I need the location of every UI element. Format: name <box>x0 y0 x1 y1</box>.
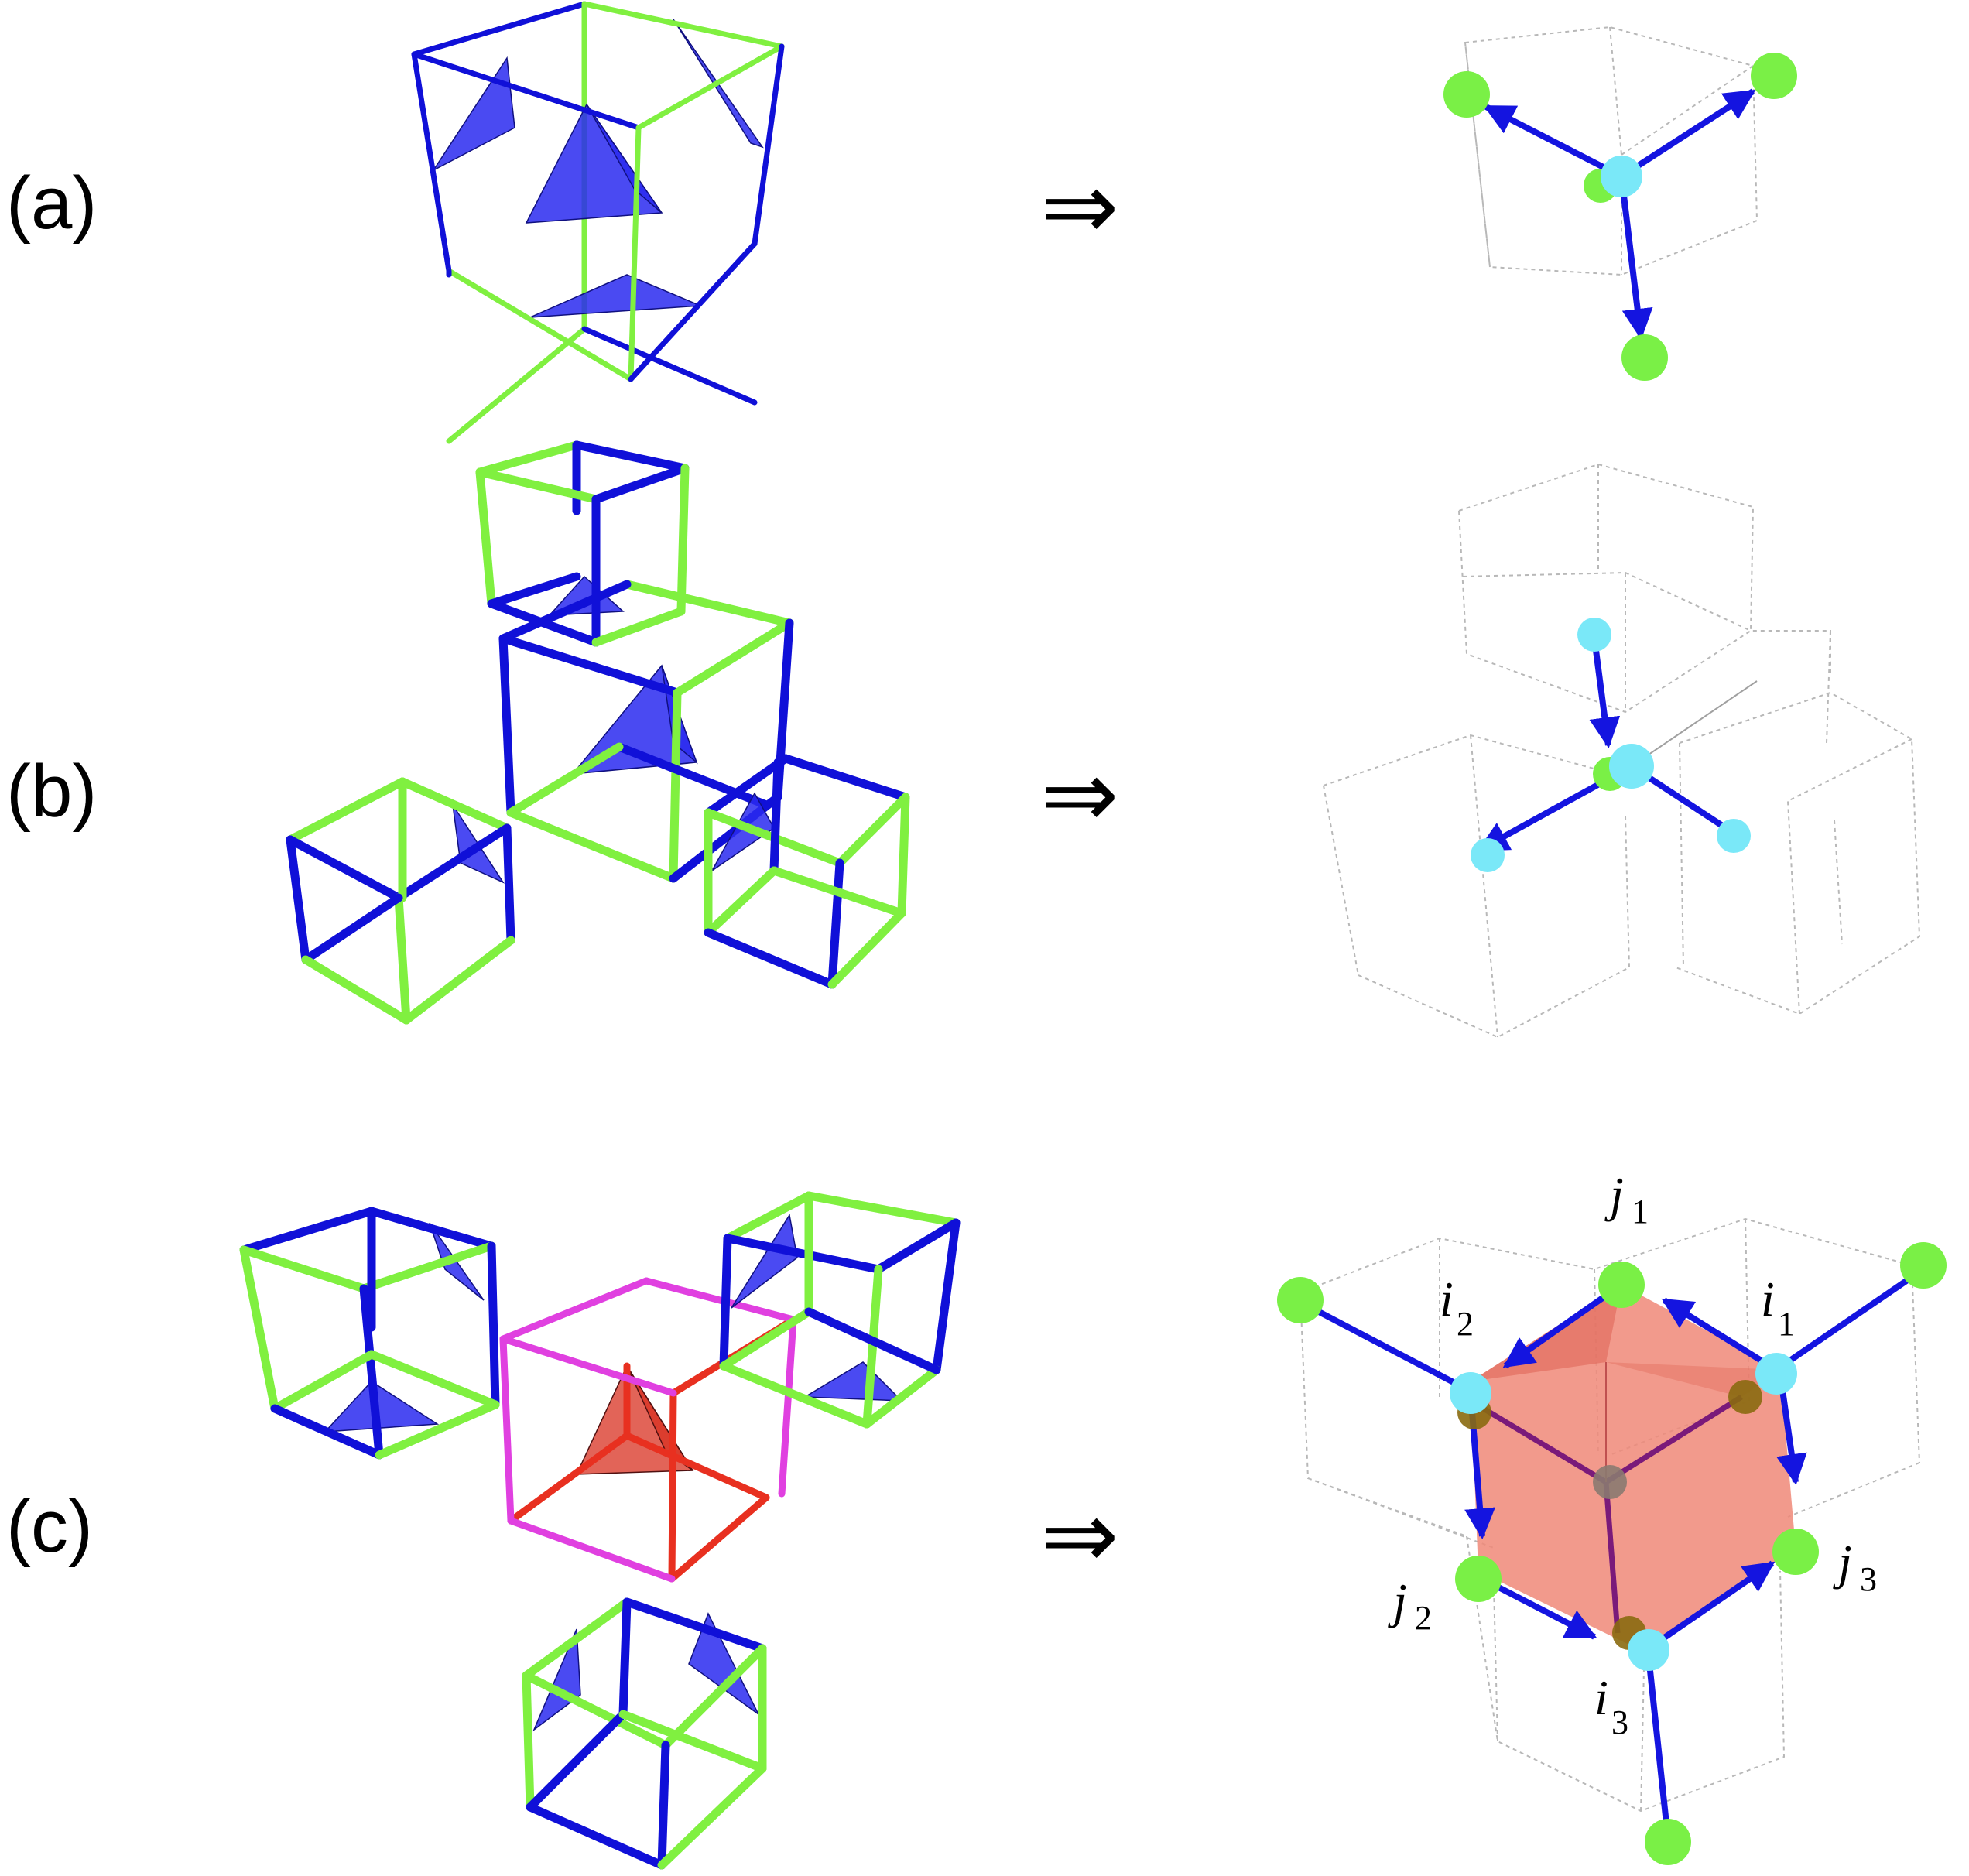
green-site <box>1645 1819 1691 1865</box>
svg-text:3: 3 <box>1611 1703 1628 1741</box>
site-label-i1: i 1 <box>1761 1272 1795 1343</box>
cube-b-top <box>475 440 690 647</box>
svg-text:i: i <box>1761 1272 1775 1327</box>
green-site <box>1900 1242 1947 1289</box>
green-site <box>1443 71 1490 118</box>
green-site <box>1455 1556 1502 1602</box>
svg-text:j: j <box>1833 1535 1852 1590</box>
arrow-a: ⇒ <box>1041 153 1119 261</box>
cube-c-center <box>499 1277 797 1583</box>
green-site <box>1772 1529 1819 1575</box>
site-label-i2: i 2 <box>1440 1272 1474 1343</box>
site-label-i3: i 3 <box>1594 1670 1628 1741</box>
cube-c-upper-left <box>239 1207 500 1460</box>
panel-a: (a) ⇒ <box>6 1 1797 444</box>
panel-label-a: (a) <box>6 162 97 245</box>
arrow-b: ⇒ <box>1041 741 1119 849</box>
cyan-site <box>1628 1629 1669 1671</box>
svg-text:3: 3 <box>1860 1560 1877 1598</box>
cyan-site <box>1577 618 1611 652</box>
svg-text:1: 1 <box>1778 1305 1795 1343</box>
arrow-c: ⇒ <box>1041 1482 1119 1590</box>
svg-text:i: i <box>1440 1272 1454 1327</box>
cube-b-left <box>286 777 515 1025</box>
svg-text:i: i <box>1594 1670 1608 1725</box>
panel-b: (b) <box>6 440 1921 1039</box>
svg-text:j: j <box>1388 1573 1407 1628</box>
panel-label-b: (b) <box>6 750 97 833</box>
site-label-j3: j 3 <box>1833 1535 1877 1598</box>
green-site <box>1751 53 1797 99</box>
cube-b-center <box>498 580 794 883</box>
cube-c-upper-right <box>719 1191 961 1429</box>
cyan-site <box>1601 156 1642 197</box>
cube-c-bottom <box>522 1597 767 1870</box>
cyan-site <box>1755 1353 1797 1395</box>
hexagon <box>1471 1285 1796 1652</box>
svg-text:j: j <box>1604 1167 1624 1222</box>
panel-c: (c) <box>6 1167 1947 1870</box>
hexagon-construction: j 1 i 2 i 1 j 3 j 2 i 3 <box>1277 1167 1947 1865</box>
vertex-star-a <box>1443 26 1797 381</box>
panel-label-c: (c) <box>6 1485 93 1568</box>
site-label-j2: j 2 <box>1388 1573 1432 1637</box>
green-site <box>1598 1262 1645 1308</box>
cube-a <box>411 1 785 444</box>
green-site <box>1277 1277 1324 1323</box>
svg-text:1: 1 <box>1632 1193 1649 1231</box>
cyan-site <box>1609 744 1654 789</box>
green-site <box>1621 334 1668 381</box>
cyan-site <box>1471 838 1505 872</box>
svg-text:2: 2 <box>1457 1305 1474 1343</box>
cyan-site <box>1717 819 1751 853</box>
svg-text:2: 2 <box>1415 1599 1432 1637</box>
cube-b-right <box>704 754 910 989</box>
vertex-star-b <box>1323 463 1921 1039</box>
cyan-site <box>1450 1372 1491 1414</box>
tetrahedron-a <box>525 103 663 224</box>
site-label-j1: j 1 <box>1604 1167 1649 1231</box>
